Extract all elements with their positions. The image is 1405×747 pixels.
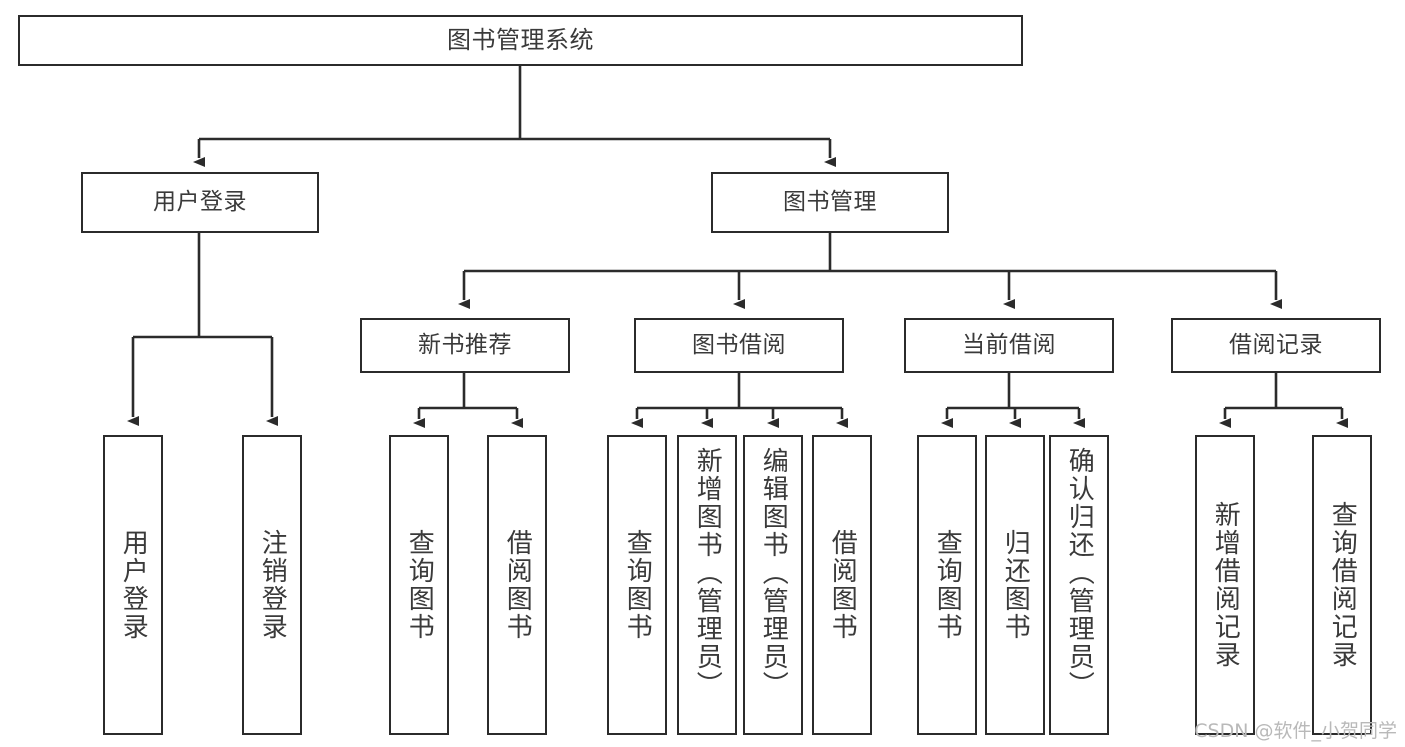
node-leaf-borrow-book-1[interactable]: 借阅图书 xyxy=(487,435,547,735)
node-label: 新增借阅记录 xyxy=(1210,501,1241,669)
node-label: 借阅记录 xyxy=(1229,332,1323,359)
node-new-book-recommend[interactable]: 新书推荐 xyxy=(360,318,570,373)
node-leaf-user-login[interactable]: 用户登录 xyxy=(103,435,163,735)
node-current-borrow[interactable]: 当前借阅 xyxy=(904,318,1114,373)
node-borrow-record[interactable]: 借阅记录 xyxy=(1171,318,1381,373)
node-label: 确认归还（管理员） xyxy=(1064,447,1095,699)
node-label: 当前借阅 xyxy=(962,332,1056,359)
node-label: 注销登录 xyxy=(257,529,288,641)
node-label: 图书借阅 xyxy=(692,332,786,359)
node-label: 图书管理 xyxy=(783,189,877,216)
node-label: 查询图书 xyxy=(404,529,435,641)
node-leaf-borrow-book-2[interactable]: 借阅图书 xyxy=(812,435,872,735)
node-leaf-add-book[interactable]: 新增图书（管理员） xyxy=(677,435,737,735)
node-label: 图书管理系统 xyxy=(447,25,594,54)
node-label: 查询借阅记录 xyxy=(1327,501,1358,669)
node-label: 编辑图书（管理员） xyxy=(758,447,789,699)
node-leaf-confirm-return[interactable]: 确认归还（管理员） xyxy=(1049,435,1109,735)
node-leaf-edit-book[interactable]: 编辑图书（管理员） xyxy=(743,435,803,735)
node-label: 借阅图书 xyxy=(827,529,858,641)
node-book-manage[interactable]: 图书管理 xyxy=(711,172,949,233)
node-label: 用户登录 xyxy=(153,189,247,216)
node-leaf-query-record[interactable]: 查询借阅记录 xyxy=(1312,435,1372,735)
node-user-login[interactable]: 用户登录 xyxy=(81,172,319,233)
node-label: 查询图书 xyxy=(932,529,963,641)
node-book-borrow[interactable]: 图书借阅 xyxy=(634,318,844,373)
node-label: 查询图书 xyxy=(622,529,653,641)
node-label: 新增图书（管理员） xyxy=(692,447,723,699)
node-leaf-return-book[interactable]: 归还图书 xyxy=(985,435,1045,735)
node-label: 归还图书 xyxy=(1000,529,1031,641)
node-label: 用户登录 xyxy=(118,529,149,641)
node-leaf-query-book-3[interactable]: 查询图书 xyxy=(917,435,977,735)
node-leaf-logout[interactable]: 注销登录 xyxy=(242,435,302,735)
node-label: 借阅图书 xyxy=(502,529,533,641)
node-leaf-query-book-1[interactable]: 查询图书 xyxy=(389,435,449,735)
node-leaf-add-record[interactable]: 新增借阅记录 xyxy=(1195,435,1255,735)
node-book-management-system[interactable]: 图书管理系统 xyxy=(18,15,1023,66)
node-label: 新书推荐 xyxy=(418,332,512,359)
csdn-watermark: CSDN @软件_小贺同学 xyxy=(1194,720,1397,742)
node-leaf-query-book-2[interactable]: 查询图书 xyxy=(607,435,667,735)
